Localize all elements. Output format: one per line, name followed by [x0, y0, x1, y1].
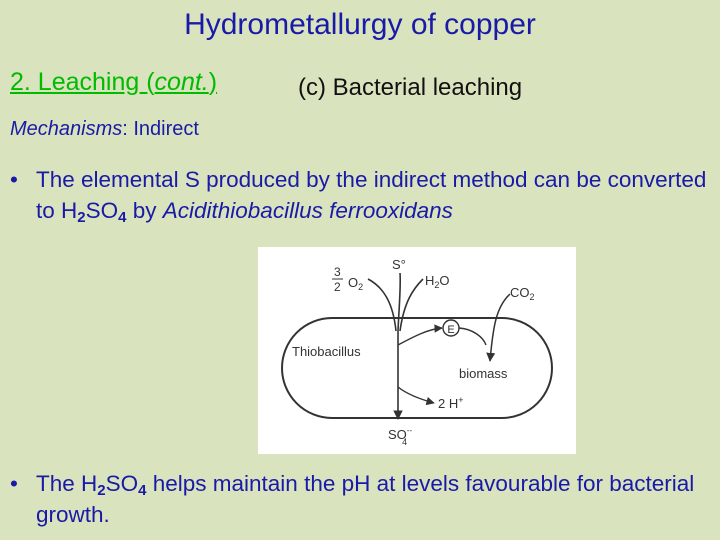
slide-title: Hydrometallurgy of copper [184, 8, 536, 41]
bullet1-italic: Acidithiobacillus ferrooxidans [162, 198, 453, 223]
bullet-dot: • [10, 167, 18, 192]
co2-arrow [486, 293, 511, 362]
section-label: 2. Leaching ( [10, 68, 155, 96]
bullet1-part1: The elemental S produced by the indirect… [36, 167, 707, 223]
bullet2-sub1: 2 [97, 482, 106, 499]
bacterial-leaching-diagram: E 3 2 O2 S° H2O CO2 Thiobacillus biomass… [258, 247, 576, 454]
section-italic: cont. [154, 68, 209, 96]
sulfur-arrow [397, 272, 402, 332]
bullet2-part1: The H [36, 471, 98, 496]
bullet1-sub1: 2 [77, 209, 86, 226]
electron-arrow-out [458, 327, 487, 346]
o2-arrow [367, 278, 397, 332]
o2-coef-den: 2 [334, 280, 341, 294]
mechanisms-value: : Indirect [122, 118, 199, 140]
sulfur-label: S° [392, 257, 406, 272]
electron-arrow-in [397, 324, 443, 346]
o2-label: O2 [348, 275, 363, 292]
bullet2-part2: SO [105, 471, 139, 496]
section-close: ) [208, 68, 218, 96]
protons-arrow [397, 386, 435, 406]
electron-label: E [447, 324, 454, 336]
subsection-heading: (c) Bacterial leaching [298, 74, 523, 101]
bullet2-part3: helps maintain the pH at levels favourab… [36, 471, 695, 527]
mechanisms-label: Mechanisms [10, 118, 123, 140]
bullet1-part2: SO [85, 198, 119, 223]
co2-label: CO2 [510, 285, 535, 302]
cell-label: Thiobacillus [292, 344, 361, 359]
bullet-item-2: • The H2SO4 helps maintain the pH at lev… [10, 468, 715, 530]
bullet-dot: • [10, 471, 18, 496]
biomass-label: biomass [459, 366, 508, 381]
sulfate-label: SO--4 [388, 426, 412, 447]
bullet1-sub2: 4 [118, 209, 127, 226]
bullet-text-2: The H2SO4 helps maintain the pH at level… [36, 468, 715, 530]
o2-coef-num: 3 [334, 265, 341, 279]
bullet-text-1: The elemental S produced by the indirect… [36, 164, 710, 226]
mechanisms-line: Mechanisms: Indirect [10, 118, 199, 141]
section-heading: 2. Leaching (cont.) [10, 68, 217, 97]
water-label: H2O [425, 273, 450, 290]
cell-membrane [281, 317, 553, 419]
bullet1-part3: by [126, 198, 163, 223]
bullet-item-1: • The elemental S produced by the indire… [10, 164, 710, 226]
water-arrow [399, 278, 424, 332]
protons-label: 2 H+ [438, 395, 464, 411]
bullet2-sub2: 4 [138, 482, 147, 499]
